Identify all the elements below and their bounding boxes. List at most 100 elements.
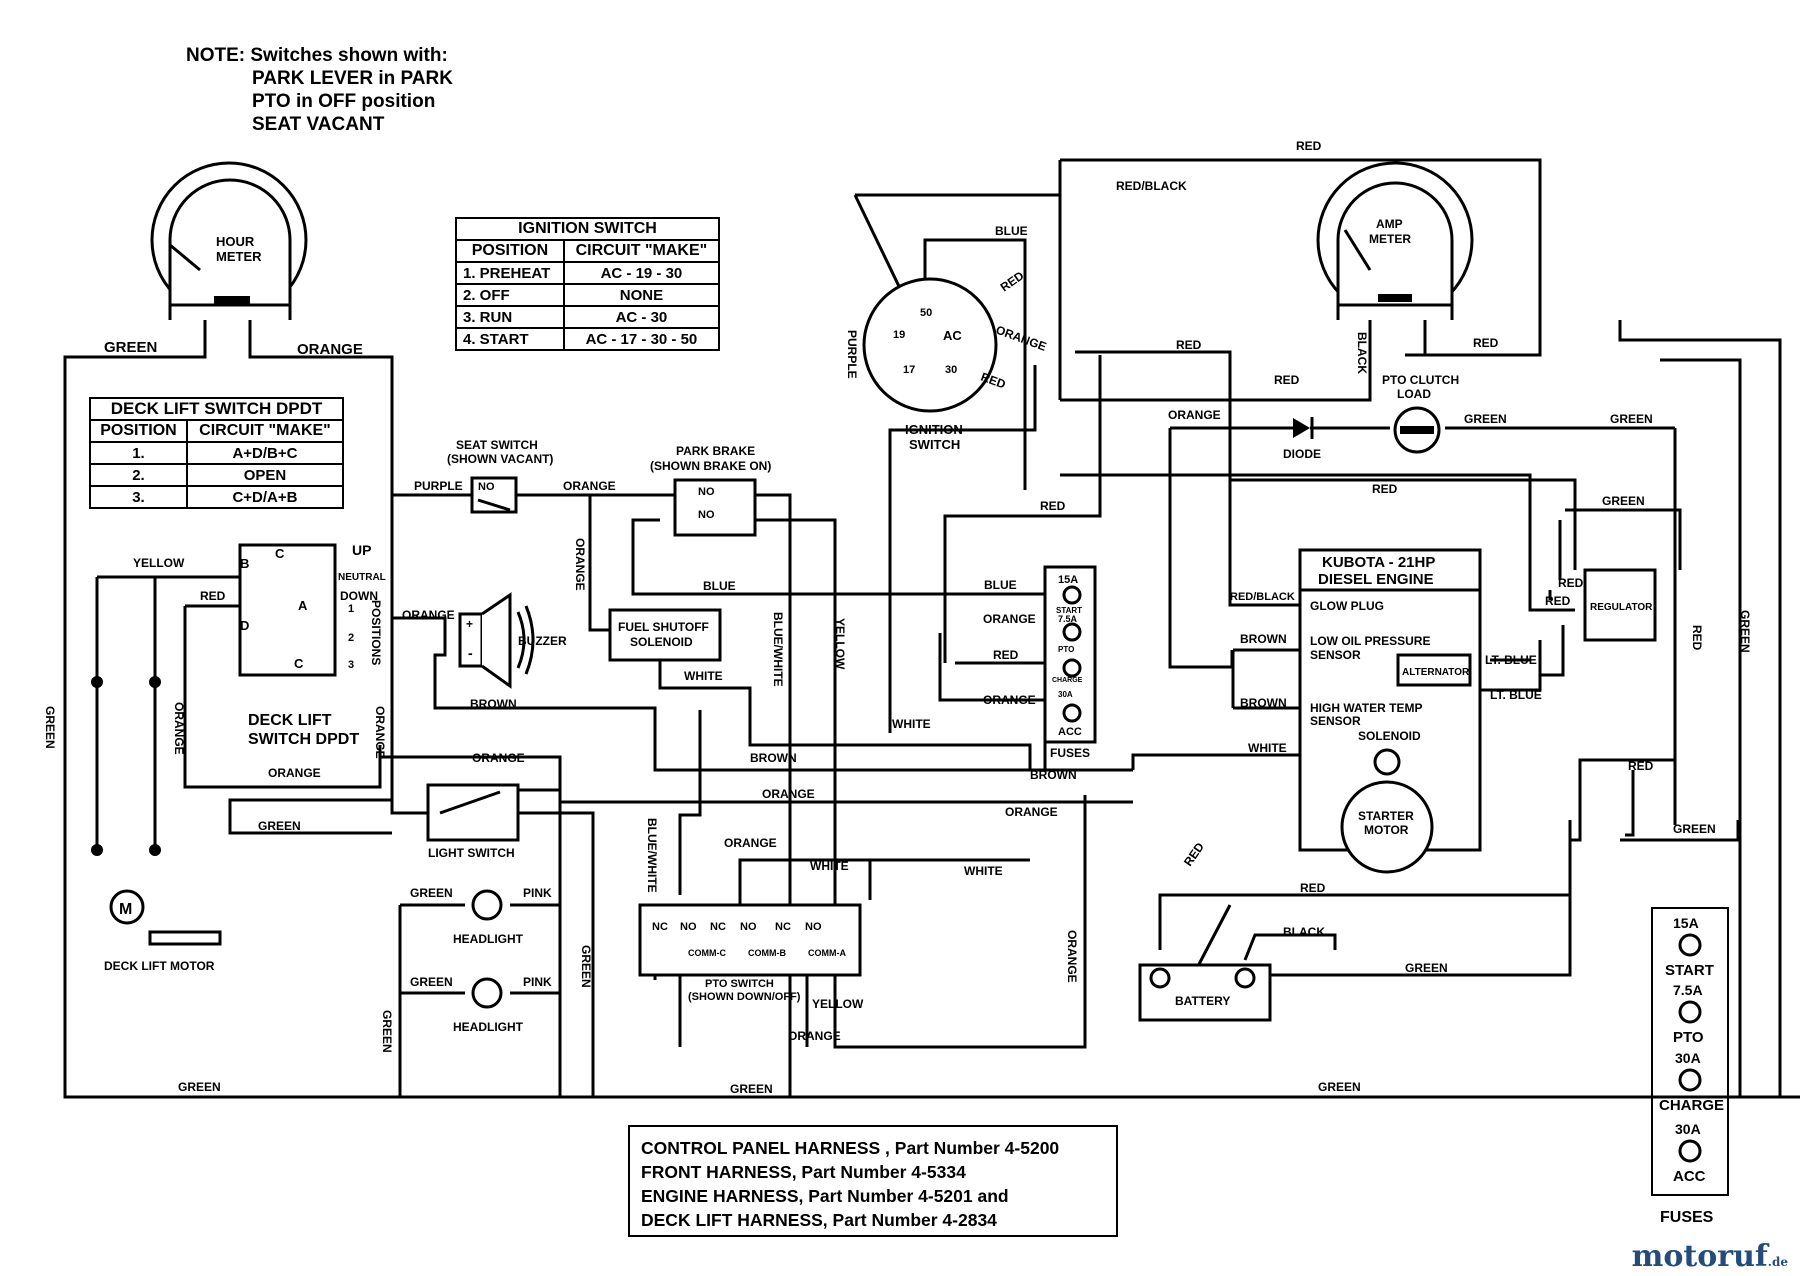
wire-label-yellow: YELLOW [833,618,847,670]
note-line: PARK LEVER in PARK [252,68,453,89]
wire-label-red: RED [1473,336,1499,350]
wire-label-green: GREEN [1738,610,1752,653]
amp-meter: AMP METER [1316,161,1474,320]
wire-label-orange: ORANGE [983,693,1036,707]
white-pto-wire [788,858,1030,890]
buzzer-label: BUZZER [518,634,567,648]
deck-up-label: UP [352,542,371,558]
deck-positions-label: POSITIONS [369,600,383,665]
seat-switch: NO SEAT SWITCH (SHOWN VACANT) [447,438,553,514]
fuse-rating: 15A [1058,574,1078,586]
green-battery-wire [1245,758,1675,977]
terminal-19: 19 [893,329,905,341]
pto-term: NC [652,921,668,933]
wire-label-white: WHITE [810,859,849,873]
wire-label-orange: ORANGE [268,766,321,780]
fuel-shutoff-label: SOLENOID [630,635,693,649]
wire-label-lt-blue: LT. BLUE [1490,688,1542,702]
wire-label-blue: BLUE [995,224,1028,238]
wire-labels: GREEN ORANGE YELLOW RED ORANGE PURPLE OR… [43,139,1752,1096]
diode-label: DIODE [1283,447,1321,461]
orange-fuse-wire [938,633,1045,702]
deck-pos-1: 1 [348,603,354,615]
fuse-rating: 30A [1675,1121,1701,1137]
wire-label-orange: ORANGE [983,612,1036,626]
switch-state-note: NOTE: Switches shown with: PARK LEVER in… [186,44,453,136]
motoruf-watermark: motoruf.de [1632,1239,1788,1274]
low-oil-label: SENSOR [1310,648,1361,662]
ignition-table-cell: AC - 30 [562,305,721,329]
orange-deck-wire [228,798,392,820]
watermark-name: motoruf [1631,1239,1768,1274]
wire-label-lt-blue: LT. BLUE [1485,653,1537,667]
wire-label-red: RED [993,648,1019,662]
pto-switch-label: PTO SWITCH [705,978,774,990]
wires [63,158,1800,1099]
watermark-tld: .de [1767,1255,1788,1269]
fuse-name: START [1056,606,1082,615]
harness-line: CONTROL PANEL HARNESS , Part Number 4-52… [641,1138,1060,1158]
fuse-rating: 30A [1675,1050,1701,1066]
fuel-shutoff-solenoid: FUEL SHUTOFF SOLENOID [608,608,722,662]
wire-label-green: GREEN [1318,1080,1361,1094]
wire-label-orange: ORANGE [373,706,387,759]
red-regulator-wire [1060,473,1575,612]
wire-label-brown: BROWN [750,751,797,765]
red-black-glow [1228,475,1300,607]
ignition-switch-label: IGNITION [905,422,963,437]
wire-label-orange: ORANGE [724,836,777,850]
wire-label-red: RED [1545,594,1571,608]
wire-label-red: RED [1274,373,1300,387]
pto-term: NC [775,921,791,933]
harness-line: DECK LIFT HARNESS, Part Number 4-2834 [641,1210,997,1230]
wire-label-red-black: RED/BLACK [1230,591,1295,603]
wire-label-green: GREEN [380,1010,394,1053]
green-deck-wire [228,820,392,835]
wire-label-yellow: YELLOW [133,556,185,570]
pto-term: NC [710,921,726,933]
wire-label-green: GREEN [1464,412,1507,426]
red-ign-wire [943,355,1102,663]
wire-label-brown: BROWN [1240,696,1287,710]
deck-table-header: POSITION [89,419,188,443]
engine-label: DIESEL ENGINE [1318,571,1434,588]
orange-pto-wire [738,858,872,905]
wire-label-blue: BLUE [703,579,736,593]
wire-label-orange: ORANGE [297,341,363,358]
seat-switch-no: NO [478,481,495,493]
deck-terminal-c2: C [294,656,304,671]
ignition-table-header: POSITION [455,239,565,263]
wire-label-red: RED [1372,482,1398,496]
wire-label-green: GREEN [410,975,453,989]
pto-comm-b: COMM-B [748,948,786,958]
wire-label-orange: ORANGE [1168,408,1221,422]
green-regulator-wire [1565,508,1682,570]
wire-label-orange: ORANGE [573,538,587,591]
wire-label-red: RED [1558,576,1584,590]
buzzer: + - BUZZER [458,592,567,689]
pto-clutch-label: PTO CLUTCH [1382,373,1459,387]
wire-label-pink: PINK [523,975,552,989]
fuses-label: FUSES [1660,1209,1714,1226]
kubota-engine: KUBOTA - 21HP DIESEL ENGINE GLOW PLUG LO… [1298,548,1482,874]
wire-label-orange: ORANGE [172,702,186,755]
fuse-name: PTO [1673,1029,1704,1046]
wire-label-white: WHITE [892,717,931,731]
note-line: NOTE: Switches shown with: [186,45,448,66]
wire-label-green: GREEN [1602,494,1645,508]
pto-term: NO [740,921,757,933]
harness-line: ENGINE HARNESS, Part Number 4-5201 and [641,1186,1009,1206]
lt-blue-wires [1480,640,1542,692]
wire-label-orange: ORANGE [472,751,525,765]
blue-white-wire [678,710,702,895]
wire-label-green: GREEN [178,1080,221,1094]
fuse-rating: 15A [1673,915,1699,931]
terminal-50: 50 [920,307,932,319]
center-fuse-block: 15A START 7.5A PTO CHARGE 30A ACC FUSES [1043,565,1097,760]
wire-label-red-black: RED/BLACK [1116,179,1187,193]
park-brake-no: NO [698,486,715,498]
deck-pos-3: 3 [348,659,354,671]
headlight-2: HEADLIGHT [453,977,524,1034]
ignition-switch-table: IGNITION SWITCH POSITION CIRCUIT "MAKE" … [455,217,721,351]
blue-ign-lead [923,238,1027,490]
